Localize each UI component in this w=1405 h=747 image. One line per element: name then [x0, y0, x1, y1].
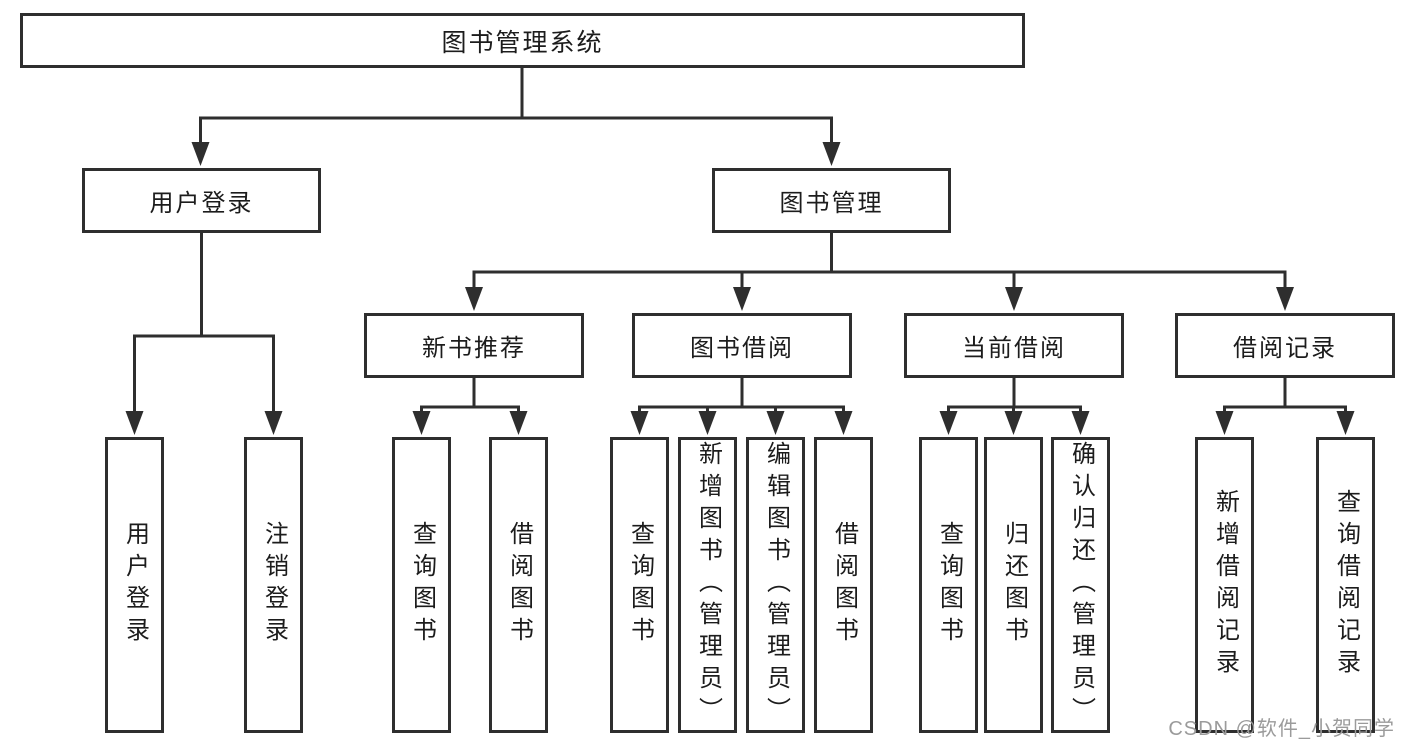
leaf-query-books-current: 查询图书	[919, 437, 978, 733]
node-borrowing-records: 借阅记录	[1175, 313, 1395, 378]
node-book-borrowing: 图书借阅	[632, 313, 852, 378]
node-label: 图书借阅	[690, 335, 794, 362]
leaf-query-books-borrowing: 查询图书	[610, 437, 669, 733]
leaf-query-books-recommend: 查询图书	[392, 437, 451, 733]
arrowhead-icons	[125, 142, 1355, 435]
leaf-label: 新增图书（管理员）	[694, 441, 722, 729]
leaf-user-login: 用户登录	[105, 437, 164, 733]
node-label: 当前借阅	[962, 335, 1066, 362]
leaf-label: 确认归还（管理员）	[1067, 441, 1095, 729]
leaf-add-book-admin: 新增图书（管理员）	[678, 437, 737, 733]
leaf-label: 查询借阅记录	[1332, 489, 1360, 681]
node-book-management: 图书管理	[712, 168, 951, 233]
node-label: 借阅记录	[1233, 335, 1337, 362]
leaf-logout: 注销登录	[244, 437, 303, 733]
watermark: CSDN @软件_小贺同学	[1168, 718, 1395, 740]
node-current-borrowing: 当前借阅	[904, 313, 1124, 378]
leaf-confirm-return-admin: 确认归还（管理员）	[1051, 437, 1110, 733]
leaf-label: 借阅图书	[505, 521, 533, 649]
node-new-book-recommendation: 新书推荐	[364, 313, 584, 378]
leaf-label: 用户登录	[121, 521, 149, 649]
leaf-borrow-books-recommend: 借阅图书	[489, 437, 548, 733]
leaf-label: 归还图书	[1000, 521, 1028, 649]
leaf-edit-book-admin: 编辑图书（管理员）	[746, 437, 805, 733]
leaf-query-borrow-record: 查询借阅记录	[1316, 437, 1375, 733]
node-label: 用户登录	[149, 190, 254, 217]
leaf-label: 查询图书	[408, 521, 436, 649]
leaf-add-borrow-record: 新增借阅记录	[1195, 437, 1254, 733]
leaf-label: 查询图书	[626, 521, 654, 649]
leaf-label: 查询图书	[935, 521, 963, 649]
node-library-management-system: 图书管理系统	[20, 13, 1025, 68]
node-label: 图书管理	[779, 190, 884, 217]
leaf-return-book: 归还图书	[984, 437, 1043, 733]
leaf-label: 借阅图书	[830, 521, 858, 649]
leaf-label: 新增借阅记录	[1211, 489, 1239, 681]
node-label: 图书管理系统	[441, 28, 604, 57]
leaf-label: 注销登录	[260, 521, 288, 649]
node-user-login: 用户登录	[82, 168, 321, 233]
node-label: 新书推荐	[422, 335, 526, 362]
leaf-borrow-books: 借阅图书	[814, 437, 873, 733]
leaf-label: 编辑图书（管理员）	[762, 441, 790, 729]
